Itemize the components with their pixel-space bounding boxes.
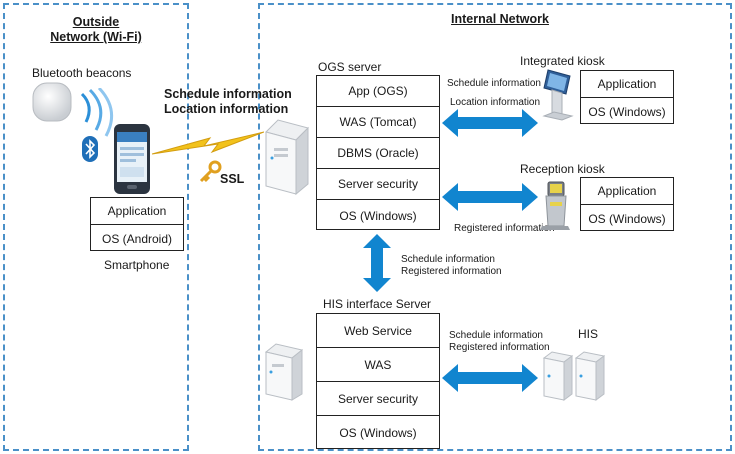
- integrated-flow-line2: Location information: [450, 97, 541, 108]
- internal-network-title: Internal Network: [451, 12, 549, 26]
- reception-kiosk-label: Reception kiosk: [520, 162, 605, 176]
- smartphone-application-layer: Application: [91, 198, 183, 225]
- his-os-layer: OS (Windows): [339, 426, 417, 440]
- smartphone-label: Smartphone: [104, 258, 170, 272]
- ogs-server-stack: App (OGS) WAS (Tomcat) DBMS (Oracle) Ser…: [316, 75, 440, 230]
- reception-flow-label: Registered information: [454, 223, 555, 234]
- kiosk-icon: [540, 181, 570, 230]
- internal-network-zone: [258, 3, 732, 451]
- integrated-flow-line1: Schedule information: [447, 78, 541, 89]
- key-icon: [199, 160, 222, 183]
- server-icon: [542, 351, 606, 401]
- reception-flow-arrow: [442, 183, 538, 211]
- his-label: HIS: [578, 327, 599, 341]
- ogs-os-layer: OS (Windows): [339, 208, 417, 223]
- outside-network-zone: [3, 3, 189, 451]
- smartphone-stack: Application OS (Android): [90, 197, 184, 251]
- integrated-application-layer: Application: [581, 71, 673, 98]
- his-webservice-layer: Web Service: [317, 314, 439, 348]
- his-was-layer: WAS: [317, 348, 439, 382]
- integrated-kiosk-label: Integrated kiosk: [520, 54, 605, 68]
- integrated-os-layer: OS (Windows): [588, 104, 666, 119]
- integrated-kiosk-stack: Application OS (Windows): [580, 70, 674, 124]
- transfer-label-line1: Schedule information: [164, 87, 292, 101]
- lightning-icon: [152, 131, 264, 155]
- kiosk-icon: [542, 69, 574, 121]
- ogs-dbms-layer: DBMS (Oracle): [317, 138, 439, 169]
- his-flow-arrow: [442, 364, 538, 392]
- ssl-label: SSL: [220, 172, 245, 186]
- beacons-label: Bluetooth beacons: [32, 66, 132, 80]
- his-interface-stack: Web Service WAS Server security OS (Wind…: [316, 313, 440, 449]
- smartphone-icon: [114, 124, 150, 194]
- his-flow-line2: Registered information: [449, 342, 550, 353]
- transfer-label-line2: Location information: [164, 102, 289, 116]
- his-security-layer: Server security: [317, 382, 439, 416]
- reception-kiosk-stack: Application OS (Windows): [580, 177, 674, 231]
- wifi-signal-icon: [80, 88, 114, 137]
- server-icon: [265, 119, 309, 196]
- reception-application-layer: Application: [581, 178, 673, 205]
- ogs-his-flow-arrow: [363, 234, 391, 292]
- ogs-security-layer: Server security: [317, 169, 439, 200]
- ogs-app-layer: App (OGS): [317, 76, 439, 107]
- integrated-flow-arrow: [442, 109, 538, 137]
- ogs-his-flow-line2: Registered information: [401, 266, 502, 277]
- ogs-server-label: OGS server: [318, 60, 382, 74]
- smartphone-os-layer: OS (Android): [101, 231, 173, 246]
- reception-os-layer: OS (Windows): [588, 211, 666, 226]
- his-flow-line1: Schedule information: [449, 330, 543, 341]
- bluetooth-icon: [82, 136, 98, 162]
- beacon-icon: [32, 82, 72, 122]
- his-interface-label: HIS interface Server: [323, 297, 432, 311]
- server-icon: [264, 343, 304, 401]
- ogs-his-flow-line1: Schedule information: [401, 254, 495, 265]
- ogs-was-layer: WAS (Tomcat): [317, 107, 439, 138]
